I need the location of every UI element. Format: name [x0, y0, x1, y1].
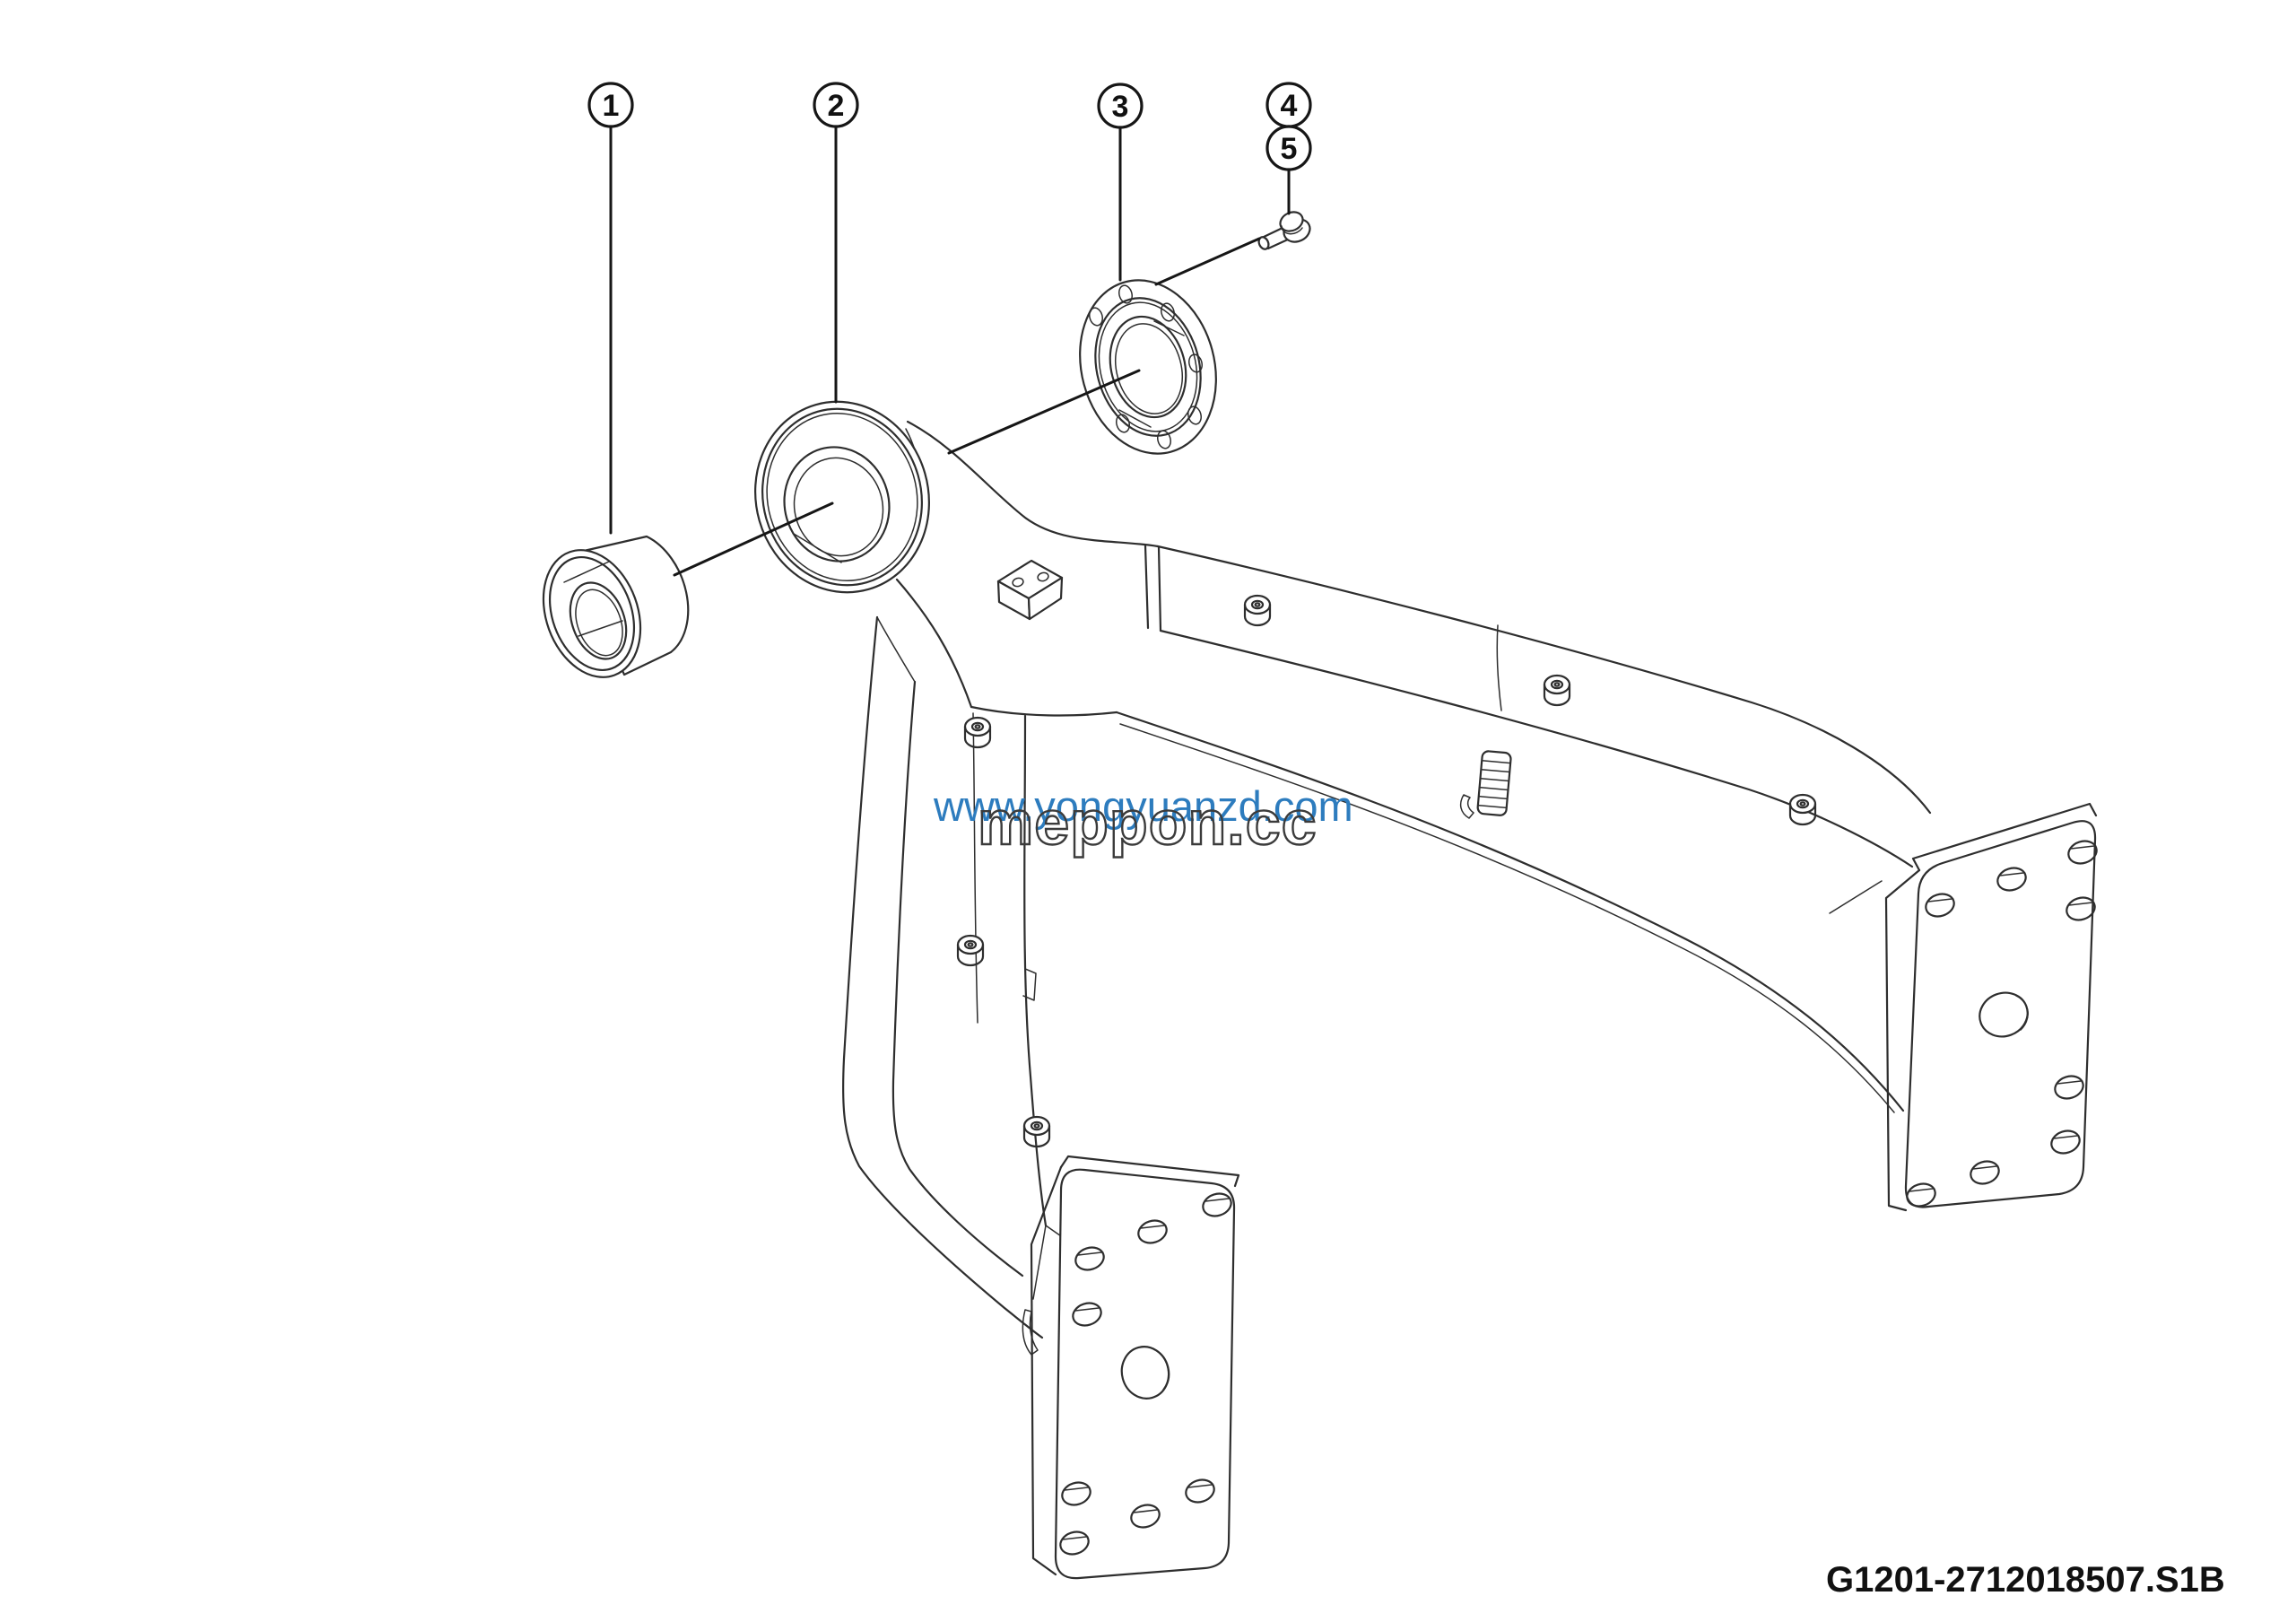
plate-top-sliver	[1911, 802, 2098, 872]
roll-pin-clip	[1459, 794, 1474, 819]
part-number: G1201-2712018507.S1B	[1826, 1560, 2225, 1600]
plate-side-wall	[1030, 1165, 1063, 1576]
right-mounting-plate	[1884, 802, 2101, 1212]
lower-beam-left-silhouette	[842, 615, 1044, 1339]
plate-side-wall	[1884, 868, 1921, 1212]
plate-center-hole-inner	[1156, 1350, 1170, 1391]
callout-label-1: 1	[603, 89, 620, 123]
stud	[1243, 594, 1272, 627]
arm-neck-bottom-edge	[895, 578, 973, 709]
bushing-part	[542, 535, 690, 678]
bolt-head-ridge	[1281, 225, 1303, 235]
beam-front-top-edge	[1159, 629, 1914, 868]
plate-face	[1904, 820, 2097, 1208]
bottom-mounting-plate	[1030, 1155, 1240, 1580]
callout-label-4: 4	[1281, 89, 1298, 123]
beam-bend-seam	[1496, 624, 1502, 711]
callout-balloon-3: 3	[1097, 83, 1144, 129]
eye-boss	[754, 400, 930, 594]
bolt-part	[1257, 211, 1311, 250]
callout-balloon-2: 2	[813, 82, 859, 128]
lower-beam-left-band	[891, 680, 1024, 1278]
flange-outer	[1079, 279, 1217, 455]
beam-crease-left2	[1157, 545, 1162, 632]
callout-balloon-5: 5	[1265, 125, 1312, 171]
plate-top-sliver	[1059, 1155, 1240, 1188]
flange-bore	[1109, 315, 1187, 419]
plate-center-hole-inner	[2015, 995, 2029, 1031]
junction-bottom-edge	[970, 705, 1118, 717]
callout-balloon-4: 4	[1265, 82, 1312, 128]
stud	[956, 934, 985, 967]
callout-label-5: 5	[1281, 132, 1298, 166]
beam-crease-left	[1144, 544, 1150, 630]
leader-lines	[609, 125, 1291, 577]
plate-face	[1054, 1168, 1236, 1580]
bushing-bore	[569, 581, 628, 660]
clamp-block	[996, 559, 1064, 621]
lower-beam-hook	[1022, 1309, 1039, 1356]
assembly-line-flange	[947, 369, 1141, 455]
beam-bottom-flange-edge	[1119, 723, 1895, 1113]
lower-beam-band-tip	[876, 616, 916, 683]
flange-part	[1079, 279, 1217, 455]
assembly-line-bushing	[673, 501, 834, 577]
callout-label-3: 3	[1112, 90, 1129, 124]
bolt-tip	[1257, 236, 1270, 250]
lower-beam-face-seam	[972, 712, 978, 1024]
roll-pin	[1476, 750, 1512, 816]
beam-top-edge	[1156, 545, 1932, 815]
callout-balloon-1: 1	[587, 82, 634, 128]
stud	[1543, 674, 1571, 707]
lower-beam-tab	[1022, 968, 1037, 1001]
watermark-outline: meppon.cc	[978, 788, 1318, 858]
stud	[1788, 793, 1817, 826]
watermark-blue: www.yongyuanzd.com	[933, 782, 1353, 830]
beam-bottom-edge	[1115, 711, 1905, 1112]
bushing-chords	[563, 561, 623, 637]
eye-bore-chord	[793, 533, 842, 563]
callout-label-2: 2	[828, 89, 845, 123]
arm-neck-top-edge	[906, 420, 1160, 548]
lower-beam-right-edge	[1023, 714, 1048, 1227]
assembly-line-bolt	[1154, 237, 1261, 286]
vstay-arm-part	[754, 400, 1932, 1356]
flange-chords	[1118, 320, 1185, 428]
bushing-face	[542, 549, 642, 678]
beam-end-seam	[1829, 880, 1883, 914]
stud	[963, 716, 992, 749]
